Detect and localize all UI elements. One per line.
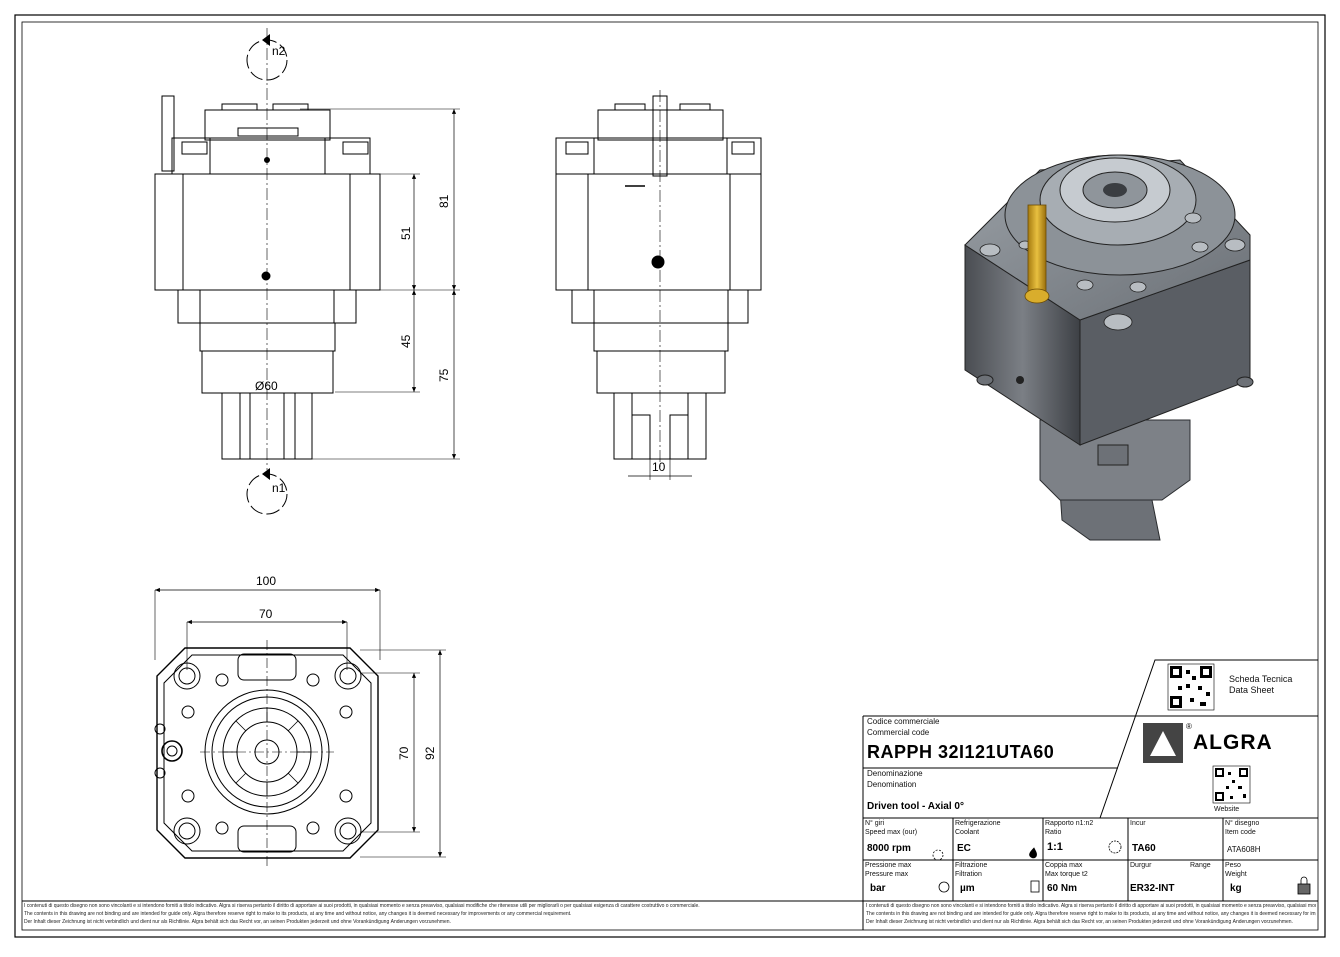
cell-filtration-label1: Filtrazione [955, 862, 988, 869]
isometric-view [964, 154, 1254, 541]
legal-note-right-1: I contenuti di questo disegno non sono v… [866, 903, 1316, 909]
denomination-label-en: Denomination [867, 780, 917, 789]
dim-51: 51 [399, 226, 413, 240]
legal-note-de: Der Inhalt dieser Zeichnung ist nicht ve… [24, 919, 451, 925]
cell-range-label1: Durgur [1130, 862, 1152, 869]
commercial-code-value: RAPPH 32I121UTA60 [867, 742, 1055, 762]
dim-70-top: 70 [259, 607, 273, 621]
cell-speed-label2: Speed max (our) [865, 829, 918, 836]
cell-torque-label2: Max torque t2 [1045, 871, 1088, 878]
denomination-label-it: Denominazione [867, 769, 923, 778]
gear-icon [1108, 840, 1122, 854]
cell-ratio-label1: Rapporto n1:n2 [1045, 820, 1094, 827]
cell-pressure-label1: Pressione max [865, 862, 912, 869]
legal-note-right-2: The contents in this drawing are not bin… [866, 911, 1316, 917]
dim-81: 81 [437, 194, 451, 208]
qr-code-datasheet [1167, 663, 1215, 711]
cell-filtration-label2: Filtration [955, 871, 982, 878]
dim-45: 45 [399, 334, 413, 348]
algra-logo-mark [1143, 723, 1183, 763]
dim-diameter: Ø60 [255, 379, 278, 393]
coolant-drop-icon [1029, 847, 1037, 859]
cell-drawing-value: ATA608H [1227, 845, 1261, 854]
code-label-it: Codice commerciale [867, 717, 940, 726]
qr-code-website [1212, 765, 1251, 804]
cell-coolant-label2: Coolant [955, 829, 980, 836]
legal-note-it: I contenuti di questo disegno non sono v… [24, 903, 700, 909]
cell-weight-label1: Peso [1225, 862, 1241, 869]
cell-speed-label1: N° giri [865, 820, 885, 827]
pressure-icon [938, 881, 950, 893]
cell-speed-value: 8000 rpm [867, 843, 911, 854]
dimension-labels: n2 n1 81 51 45 75 Ø60 10 100 70 70 92 [255, 44, 666, 760]
brand-name: ALGRA [1193, 731, 1273, 754]
cell-pressure-value: bar [870, 883, 886, 894]
datasheet-label-en: Data Sheet [1229, 685, 1275, 695]
code-label-en: Commercial code [867, 728, 930, 737]
website-label: Website [1214, 806, 1240, 813]
speed-icon [932, 849, 944, 861]
dim-10: 10 [652, 460, 666, 474]
cell-ratio-label2: Ratio [1045, 829, 1062, 836]
filter-bin-icon [1030, 880, 1040, 893]
side-view [555, 90, 762, 480]
cell-coolant-value: EC [957, 843, 971, 854]
cell-drawing-label2: Item code [1225, 829, 1256, 836]
legal-note-en: The contents in this drawing are not bin… [24, 911, 572, 917]
datasheet-label-it: Scheda Tecnica [1229, 674, 1293, 684]
legal-note-right-3: Der Inhalt dieser Zeichnung ist nicht ve… [866, 919, 1293, 925]
dim-70-side: 70 [397, 746, 411, 760]
cell-coolant-label1: Refrigerazione [955, 820, 1001, 827]
cell-interface-value: TA60 [1132, 843, 1156, 854]
outer-border [14, 14, 1326, 938]
dim-92: 92 [423, 746, 437, 760]
cell-drawing-label1: N° disegno [1225, 820, 1260, 827]
plan-view [154, 587, 446, 866]
title-block-lines [22, 659, 1318, 930]
denomination-value: Driven tool - Axial 0° [867, 801, 964, 812]
cell-filtration-value: µm [960, 883, 975, 894]
dim-100: 100 [256, 574, 276, 588]
cell-weight-value: kg [1230, 883, 1242, 894]
cell-pressure-label2: Pressure max [865, 871, 909, 878]
cell-torque-value: 60 Nm [1047, 883, 1078, 894]
dim-75: 75 [437, 368, 451, 382]
cell-range-label2: Range [1190, 862, 1211, 869]
registered-mark: ® [1186, 722, 1192, 731]
inner-border [21, 21, 1319, 931]
cell-range-value: ER32-INT [1130, 883, 1175, 894]
cell-ratio-value: 1:1 [1047, 841, 1063, 853]
rotation-label-n1: n1 [272, 481, 286, 495]
cell-icons [932, 840, 1311, 895]
cell-weight-label2: Weight [1225, 871, 1247, 878]
cell-interface-label1: Incur [1130, 820, 1146, 827]
lock-icon [1297, 883, 1311, 895]
front-view [154, 28, 460, 515]
cell-torque-label1: Coppia max [1045, 862, 1083, 869]
rotation-label-n2: n2 [272, 44, 286, 58]
